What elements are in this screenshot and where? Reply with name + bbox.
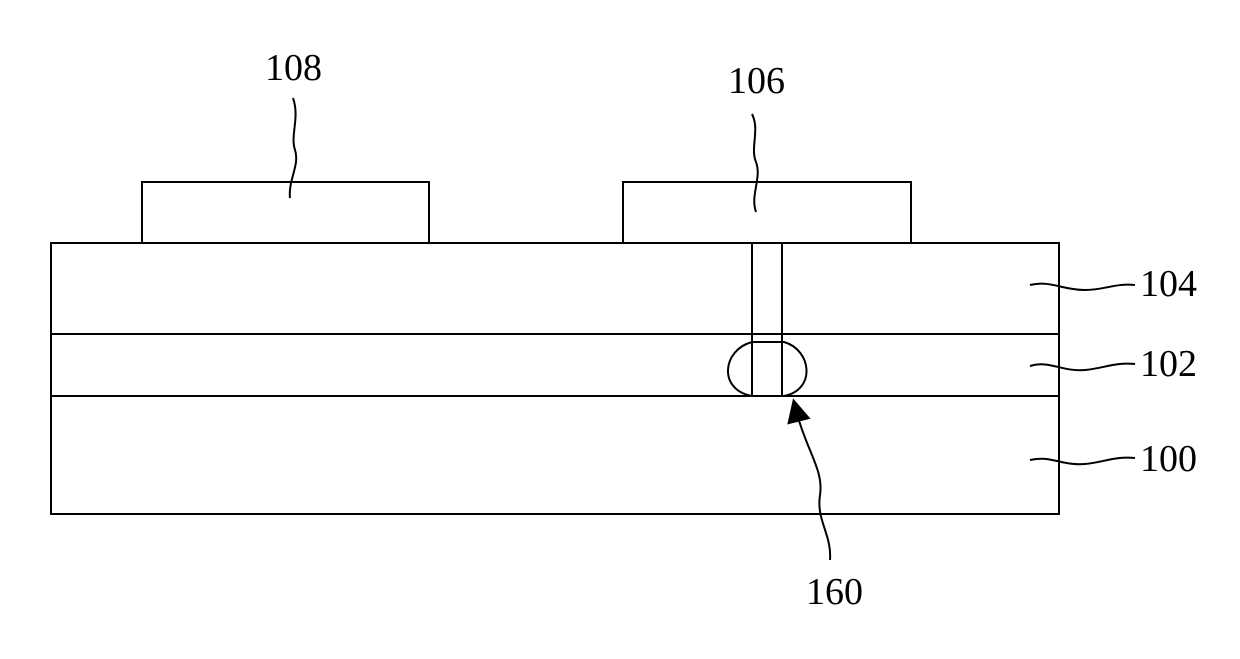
label-104: 104 [1140,263,1197,305]
electrode-106 [623,182,911,243]
label-108: 108 [265,47,322,89]
label-106: 106 [728,60,785,102]
label-100: 100 [1140,438,1197,480]
electrode-108 [142,182,429,243]
layer-104 [51,243,1059,334]
layer-102 [51,334,1059,396]
leader-106 [752,114,758,212]
arrow-160 [796,410,830,560]
label-102: 102 [1140,343,1197,385]
leader-104 [1030,284,1135,290]
leader-102 [1030,364,1135,371]
leader-100 [1030,458,1135,465]
substrate-100 [51,396,1059,514]
label-160: 160 [806,571,863,613]
